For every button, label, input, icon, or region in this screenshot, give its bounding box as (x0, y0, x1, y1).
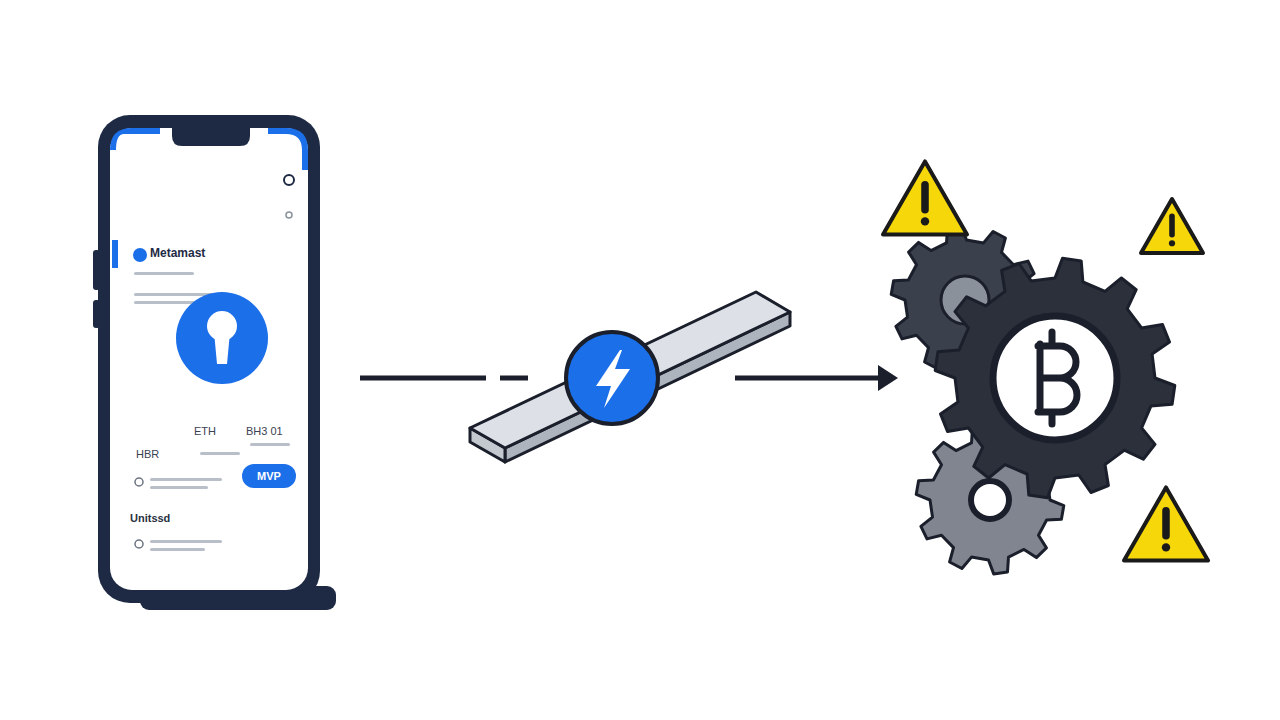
warning-mark (1169, 216, 1175, 234)
list-icon (135, 478, 143, 486)
button: MVP (242, 464, 296, 488)
gear-hole (971, 481, 1009, 519)
warning-triangle (1124, 487, 1208, 560)
bridge-top (470, 292, 790, 448)
bridge-side (505, 312, 790, 462)
phone-screen (110, 128, 308, 590)
screen-accent (268, 128, 308, 170)
lightning-bolt (596, 350, 630, 408)
screen-text: ETH (194, 425, 216, 437)
warning-triangle (883, 161, 967, 234)
arrow-head (878, 365, 898, 391)
icon (286, 212, 292, 218)
warning-mark (1169, 240, 1175, 246)
phone-notch (172, 128, 250, 146)
dashed-line (360, 376, 486, 381)
screen-text: Unitssd (130, 512, 170, 524)
list-icon (135, 540, 143, 548)
gear (935, 258, 1175, 498)
button-label: MVP (257, 470, 281, 482)
settings-icon (284, 175, 294, 185)
lock-circle (176, 292, 268, 384)
screen-text: HBR (136, 448, 159, 460)
screen-text: Metamast (150, 247, 205, 260)
warning-mark (921, 185, 929, 210)
screen-text: BH3 01 (246, 425, 283, 437)
logo-dot (133, 248, 147, 262)
lightning-circle (566, 332, 658, 424)
coin-circle (993, 316, 1117, 440)
screen-accent (110, 128, 160, 150)
dashed-line (500, 376, 528, 381)
coin-symbol (1038, 332, 1077, 424)
phone-body (98, 115, 320, 603)
warning-mark (1162, 511, 1170, 536)
gears (891, 226, 1175, 574)
arrow-line (735, 376, 880, 381)
warning-triangle (1141, 199, 1203, 253)
warnings (883, 161, 1208, 560)
phone-screen: MetamastHBR ETH BH3 01 Unitssd MVP (110, 128, 308, 590)
warning-mark (921, 217, 929, 225)
keyhole (214, 332, 230, 364)
warning-mark (1162, 543, 1170, 551)
header-strip (112, 240, 118, 268)
placeholder-lines (134, 272, 290, 551)
